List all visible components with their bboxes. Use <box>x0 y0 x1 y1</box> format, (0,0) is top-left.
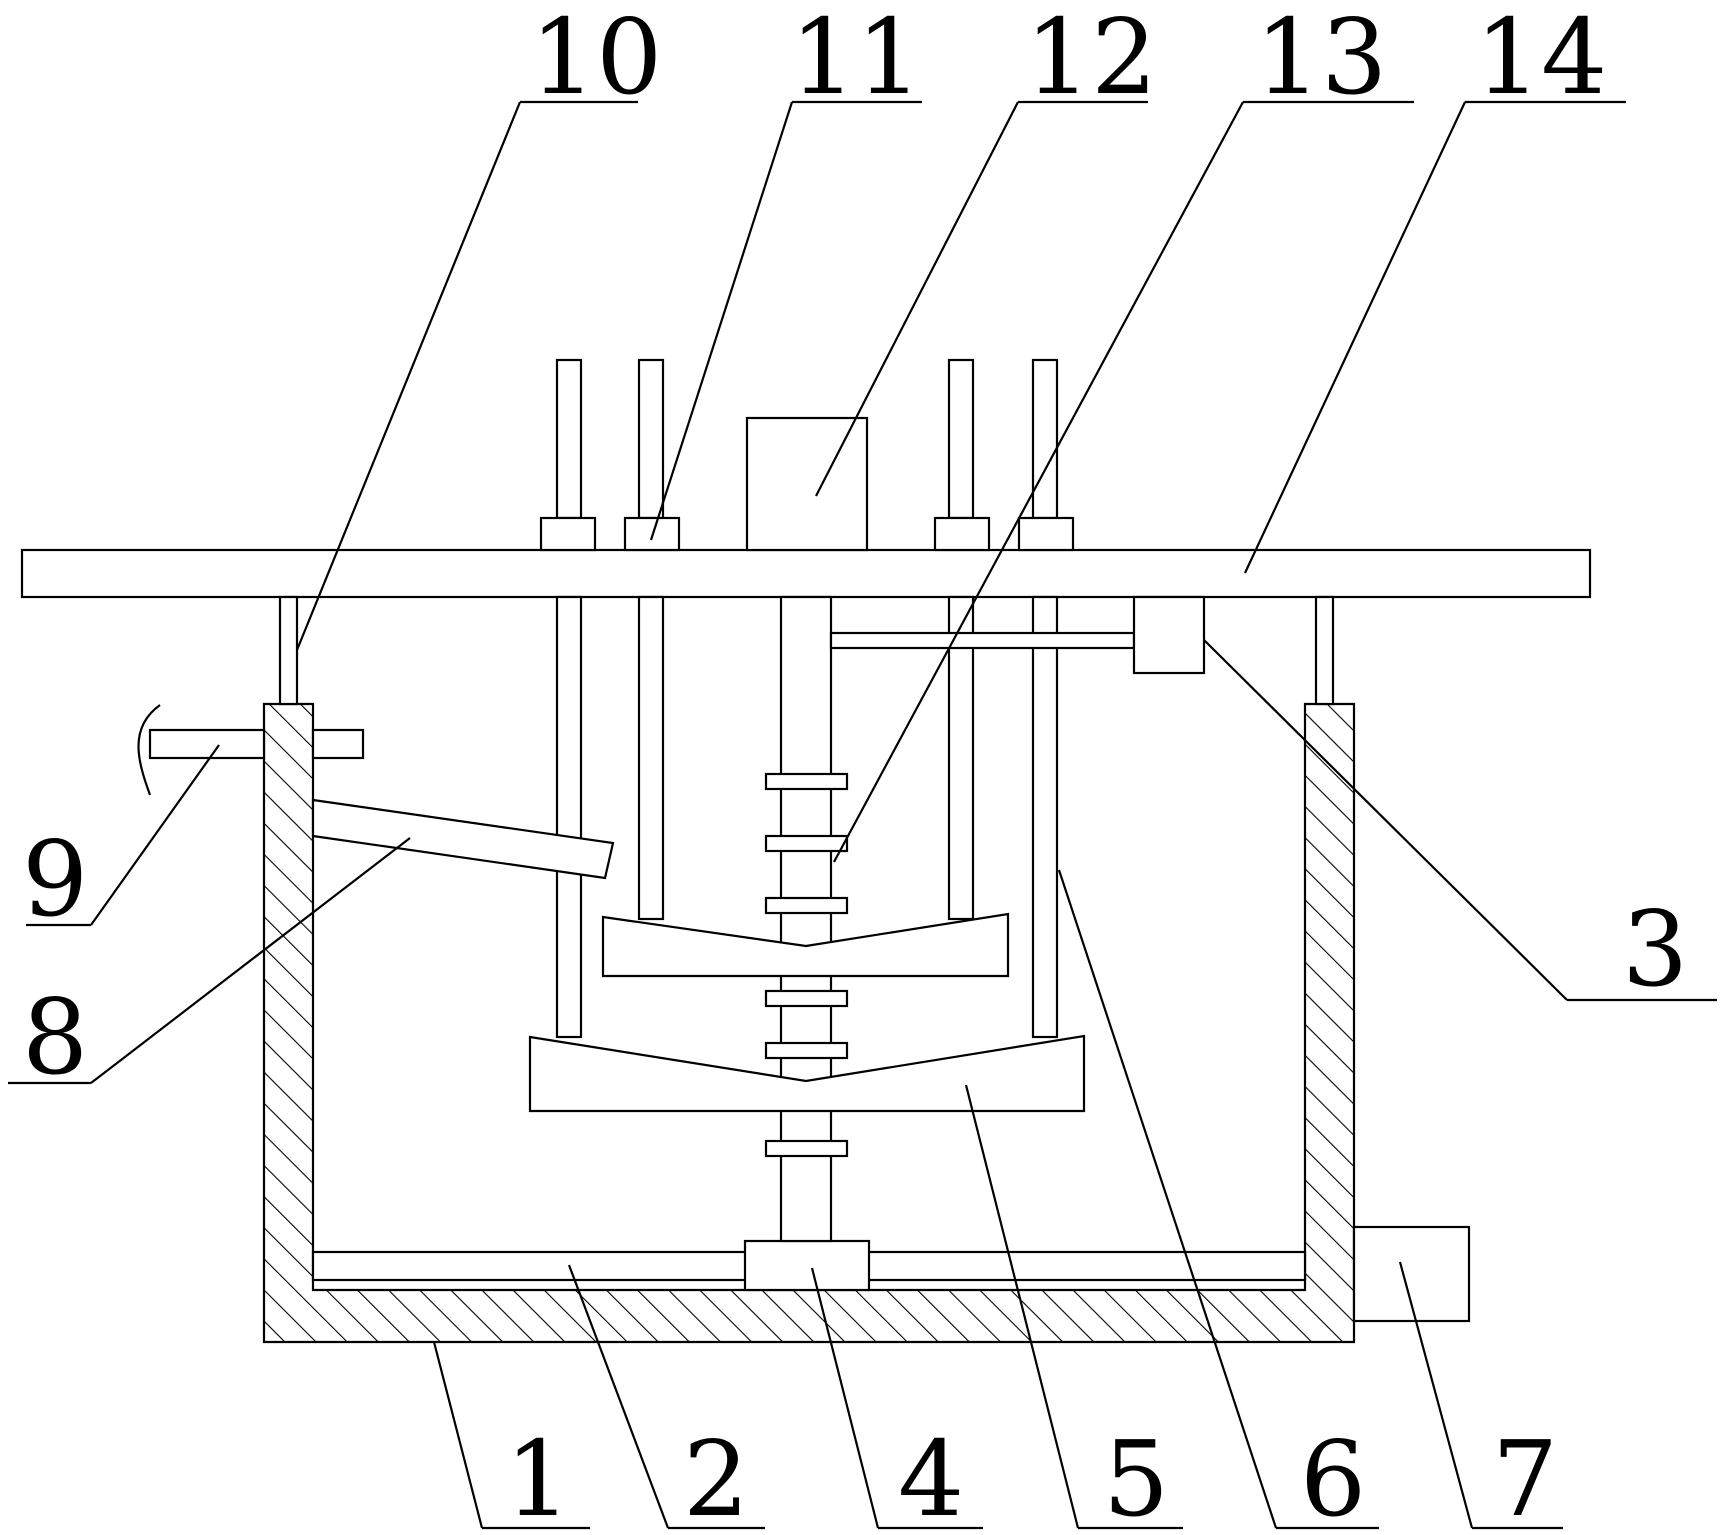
inclined-feeder <box>311 798 615 880</box>
support-leg-left <box>278 595 299 706</box>
rod-inner-1 <box>555 595 583 1039</box>
support-leg-right <box>1314 595 1335 706</box>
collar-6 <box>764 1139 849 1158</box>
collar-2 <box>764 834 849 853</box>
label-9: 9 <box>22 818 88 940</box>
label-14: 14 <box>1475 0 1607 118</box>
side-block <box>1132 595 1206 675</box>
collar-1 <box>764 772 849 791</box>
collar-3 <box>764 896 849 915</box>
leader-lines <box>8 100 1717 1530</box>
rod-inner-3 <box>947 595 975 921</box>
label-1: 1 <box>505 1418 571 1535</box>
tank-body <box>262 702 1356 1344</box>
inlet-pipe-left <box>148 728 266 760</box>
cross-bar <box>829 631 1136 650</box>
base-block <box>743 1239 871 1292</box>
label-7: 7 <box>1492 1418 1558 1535</box>
upper-blade <box>601 912 1010 978</box>
central-shaft <box>779 595 833 1243</box>
label-11: 11 <box>790 0 922 118</box>
rod-top-1 <box>555 358 583 520</box>
label-2: 2 <box>683 1418 749 1535</box>
collar-5 <box>764 1041 849 1060</box>
label-8: 8 <box>22 976 88 1098</box>
lower-blade <box>528 1034 1086 1113</box>
label-5: 5 <box>1103 1418 1169 1535</box>
rod-top-4 <box>1031 358 1059 520</box>
rod-top-3 <box>947 358 975 520</box>
inlet-pipe-right <box>311 728 365 760</box>
label-4: 4 <box>898 1418 964 1535</box>
collar-4 <box>764 989 849 1008</box>
nut-4 <box>1017 516 1075 552</box>
label-10: 10 <box>530 0 662 118</box>
top-plate <box>20 548 1592 599</box>
rod-top-2 <box>637 358 665 520</box>
label-12: 12 <box>1025 0 1157 118</box>
label-6: 6 <box>1300 1418 1366 1535</box>
rod-inner-4 <box>1031 595 1059 1039</box>
motor <box>745 416 869 552</box>
pipe-break-mark <box>137 704 161 796</box>
nut-3 <box>933 516 991 552</box>
label-3: 3 <box>1622 888 1688 1010</box>
nut-1 <box>539 516 597 552</box>
label-13: 13 <box>1255 0 1387 118</box>
rod-inner-2 <box>637 595 665 921</box>
